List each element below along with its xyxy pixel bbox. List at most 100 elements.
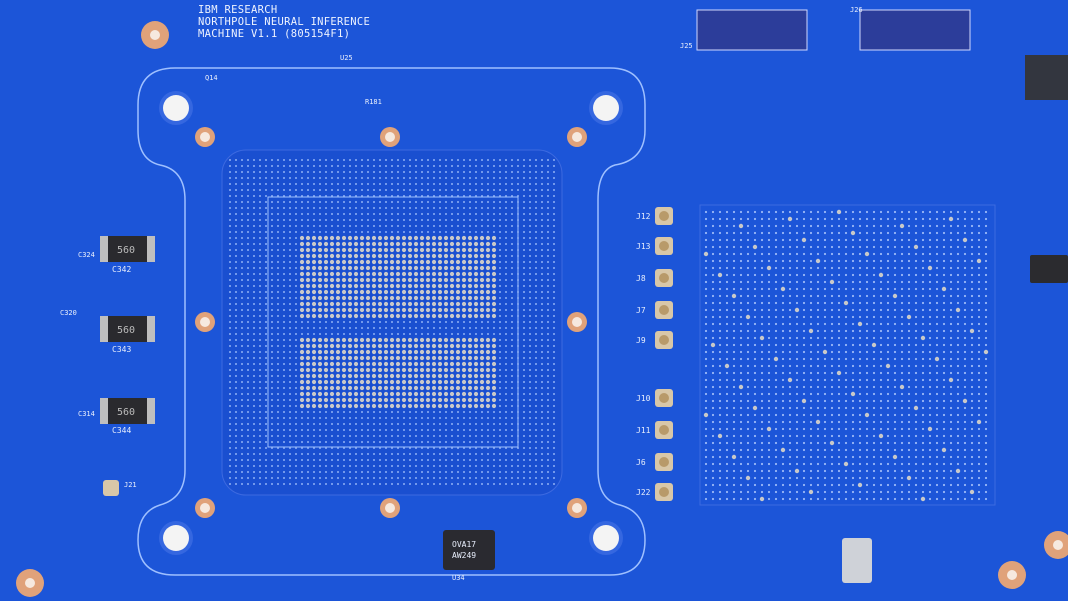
bga-pad	[907, 497, 911, 501]
bga-pad	[337, 423, 339, 425]
bga-pad	[289, 219, 291, 221]
bga-pad	[732, 322, 736, 326]
bga-pad	[511, 453, 513, 455]
bga-pad	[731, 293, 737, 299]
bga-pad	[547, 183, 549, 185]
bga-pad	[499, 285, 501, 287]
bga-pad	[535, 207, 537, 209]
bga-pad	[963, 364, 967, 368]
bga-pad	[837, 259, 841, 263]
bga-pad	[305, 253, 311, 259]
bga-pad	[335, 313, 341, 319]
bga-pad	[451, 189, 453, 191]
bga-pad	[365, 397, 371, 403]
bga-pad	[389, 313, 395, 319]
bga-pad	[837, 252, 841, 256]
bga-pad	[473, 343, 479, 349]
bga-pad	[443, 367, 449, 373]
bga-pad	[311, 289, 317, 295]
bga-pad	[963, 280, 967, 284]
bga-pad	[942, 497, 946, 501]
bga-pad	[921, 238, 925, 242]
bga-pad	[397, 453, 399, 455]
bga-pad	[517, 483, 519, 485]
bga-pad	[872, 441, 876, 445]
bga-pad	[767, 385, 771, 389]
bga-pad	[893, 434, 897, 438]
bga-pad	[317, 355, 323, 361]
bga-pad	[479, 349, 485, 355]
bga-pad	[421, 465, 423, 467]
bga-pad	[499, 297, 501, 299]
bga-pad	[865, 385, 869, 389]
bga-pad	[553, 225, 555, 227]
bga-pad	[241, 423, 243, 425]
bga-pad	[385, 459, 387, 461]
bga-pad	[984, 266, 988, 270]
bga-pad	[878, 433, 884, 439]
bga-pad	[347, 289, 353, 295]
bga-pad	[443, 343, 449, 349]
bga-pad	[541, 303, 543, 305]
bga-pad	[493, 411, 495, 413]
bga-pad	[319, 189, 321, 191]
bga-pad	[479, 397, 485, 403]
bga-pad	[377, 241, 383, 247]
bga-pad	[283, 189, 285, 191]
bga-pad	[529, 369, 531, 371]
bga-pad	[787, 377, 793, 383]
bga-pad	[341, 349, 347, 355]
bga-pad	[391, 171, 393, 173]
bga-pad	[457, 171, 459, 173]
bga-pad	[359, 307, 365, 313]
bga-pad	[337, 195, 339, 197]
bga-pad	[457, 459, 459, 461]
bga-pad	[956, 231, 960, 235]
bga-pad	[491, 301, 497, 307]
bga-pad	[347, 397, 353, 403]
bga-pad	[900, 406, 904, 410]
bga-pad	[467, 397, 473, 403]
bga-pad	[241, 315, 243, 317]
bga-pad	[511, 381, 513, 383]
bga-pad	[295, 171, 297, 173]
bga-pad	[277, 189, 279, 191]
bga-pad	[935, 483, 939, 487]
bga-pad	[373, 465, 375, 467]
bga-pad	[949, 350, 953, 354]
bga-pad	[809, 469, 813, 473]
bga-pad	[830, 490, 834, 494]
bga-pad	[259, 351, 261, 353]
bga-pad	[802, 371, 806, 375]
bga-pad	[283, 231, 285, 233]
bga-pad	[413, 373, 419, 379]
bga-pad	[439, 327, 441, 329]
bga-pad	[505, 165, 507, 167]
bga-pad	[319, 183, 321, 185]
bga-pad	[235, 375, 237, 377]
via-hole	[1007, 570, 1017, 580]
bga-pad	[329, 235, 335, 241]
bga-pad	[395, 337, 401, 343]
bga-pad	[864, 412, 870, 418]
bga-pad	[317, 265, 323, 271]
bga-pad	[347, 295, 353, 301]
bga-pad	[921, 252, 925, 256]
bga-pad	[379, 465, 381, 467]
bga-pad	[353, 373, 359, 379]
bga-pad	[403, 459, 405, 461]
bga-pad	[343, 225, 345, 227]
bga-pad	[511, 363, 513, 365]
bga-pad	[277, 231, 279, 233]
bga-pad	[529, 435, 531, 437]
bga-pad	[341, 235, 347, 241]
bga-pad	[844, 392, 848, 396]
bga-pad	[461, 307, 467, 313]
bga-pad	[732, 490, 736, 494]
bga-pad	[473, 283, 479, 289]
bga-pad	[383, 307, 389, 313]
bga-pad	[367, 231, 369, 233]
bga-pad	[413, 391, 419, 397]
bga-pad	[767, 378, 771, 382]
bga-pad	[906, 314, 912, 320]
